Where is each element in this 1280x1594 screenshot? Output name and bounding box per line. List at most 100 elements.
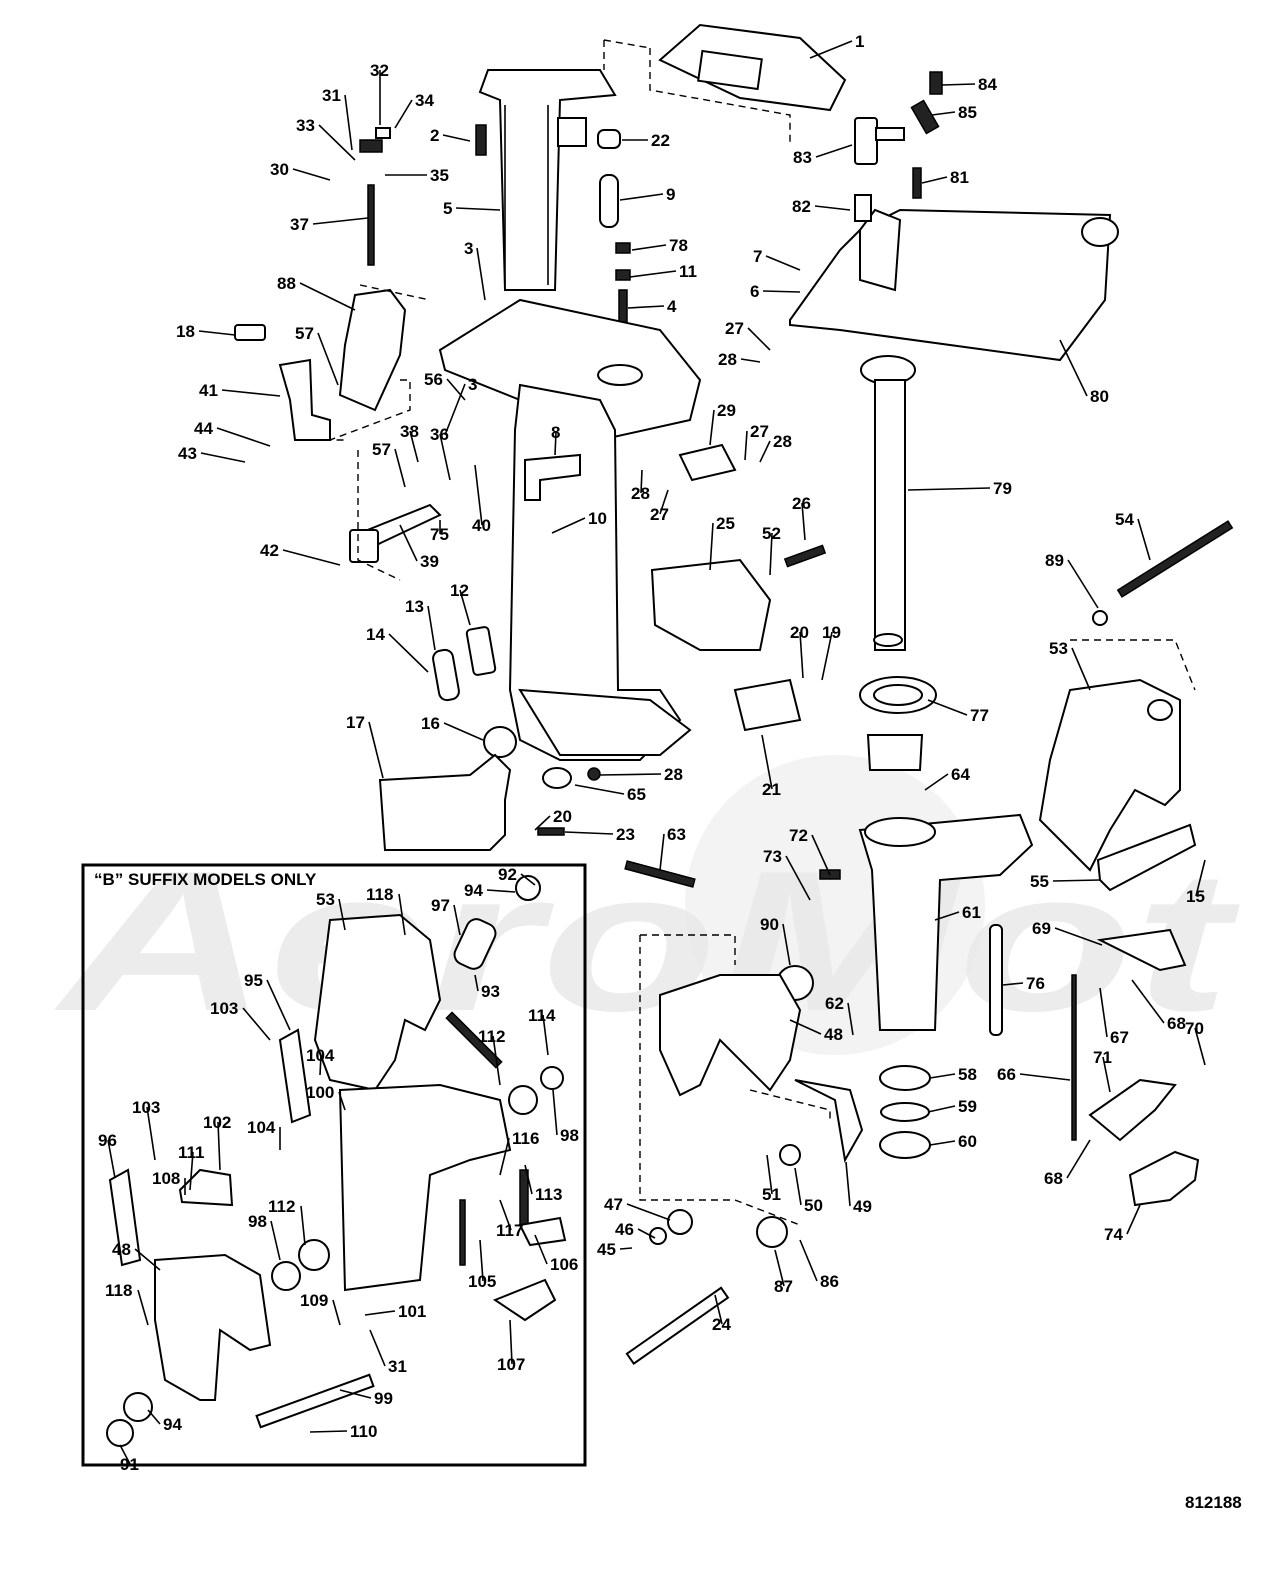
- callout-85: 85: [958, 103, 977, 122]
- callout-28: 28: [664, 765, 683, 784]
- leader-10: [551, 517, 586, 534]
- leader-116: [499, 1137, 510, 1176]
- callout-110: 110: [350, 1422, 377, 1441]
- leader-1: [809, 40, 853, 59]
- leader-60: [929, 1140, 956, 1146]
- watermark-text: AeroMot: [53, 830, 1241, 1053]
- callout-84: 84: [978, 75, 997, 94]
- callout-97: 97: [431, 896, 450, 915]
- callout-53: 53: [316, 890, 335, 909]
- callout-101: 101: [398, 1302, 426, 1321]
- leader-41: [221, 389, 281, 397]
- callout-35: 35: [430, 166, 449, 185]
- callout-63: 63: [667, 825, 686, 844]
- callout-25: 25: [716, 514, 735, 533]
- callout-103: 103: [132, 1098, 160, 1117]
- leader-62: [847, 1002, 854, 1036]
- swivel-bracket-group: [789, 71, 1119, 771]
- callout-2: 2: [430, 126, 439, 145]
- callout-57: 57: [372, 440, 391, 459]
- leader-69: [1054, 927, 1103, 946]
- leader-26: [801, 502, 806, 541]
- leader-68: [1066, 1139, 1091, 1179]
- leader-8: [554, 431, 557, 456]
- leader-105: [479, 1239, 484, 1282]
- callout-80: 80: [1090, 387, 1109, 406]
- callout-3: 3: [464, 239, 473, 258]
- callout-67: 67: [1110, 1028, 1129, 1047]
- callout-66: 66: [997, 1065, 1016, 1084]
- callout-28: 28: [718, 350, 737, 369]
- callout-27: 27: [750, 422, 769, 441]
- callout-76: 76: [1026, 974, 1045, 993]
- leader-28: [740, 358, 761, 363]
- leader-24: [714, 1294, 723, 1325]
- callout-100: 100: [306, 1083, 334, 1102]
- leader-20: [799, 631, 804, 679]
- leader-111: [189, 1151, 194, 1191]
- leader-82: [814, 205, 851, 211]
- callout-65: 65: [627, 785, 646, 804]
- callout-58: 58: [958, 1065, 977, 1084]
- callout-4: 4: [667, 297, 677, 316]
- leader-57: [394, 448, 406, 488]
- callout-111: 111: [178, 1143, 205, 1162]
- leader-29: [709, 409, 715, 446]
- leader-98: [552, 1089, 558, 1136]
- callout-108: 108: [152, 1169, 180, 1188]
- leader-33: [318, 124, 356, 161]
- callout-48: 48: [112, 1240, 131, 1259]
- callout-68: 68: [1167, 1014, 1186, 1033]
- callout-27: 27: [725, 319, 744, 338]
- inset-title: “B” SUFFIX MODELS ONLY: [94, 870, 317, 889]
- callout-103: 103: [210, 999, 238, 1018]
- callout-93: 93: [481, 982, 500, 1001]
- callout-49: 49: [853, 1197, 872, 1216]
- figure-code: 812188: [1185, 1493, 1242, 1512]
- leader-18: [198, 330, 236, 336]
- leader-65: [574, 784, 625, 795]
- leader-23: [564, 831, 614, 835]
- leader-15: [1195, 859, 1206, 897]
- leader-85: [931, 111, 956, 116]
- callout-47: 47: [604, 1195, 623, 1214]
- callout-60: 60: [958, 1132, 977, 1151]
- callout-40: 40: [472, 516, 491, 535]
- leader-68: [1131, 979, 1165, 1024]
- callout-59: 59: [958, 1097, 977, 1116]
- leader-72: [811, 834, 831, 876]
- leader-90: [782, 923, 791, 966]
- callout-102: 102: [203, 1113, 231, 1132]
- leader-17: [368, 721, 384, 779]
- callout-1: 1: [855, 32, 864, 51]
- callout-104: 104: [247, 1118, 276, 1137]
- leader-81: [921, 176, 948, 184]
- leader-112: [492, 1035, 501, 1086]
- callout-98: 98: [248, 1212, 267, 1231]
- leader-36: [439, 433, 451, 481]
- leader-3: [476, 247, 486, 301]
- leader-28: [640, 469, 643, 494]
- callout-46: 46: [615, 1220, 634, 1239]
- callout-24: 24: [712, 1315, 731, 1334]
- leader-16: [443, 722, 484, 741]
- leader-64: [924, 773, 949, 791]
- leader-74: [1126, 1204, 1141, 1235]
- leader-27: [659, 489, 669, 515]
- callout-44: 44: [194, 419, 213, 438]
- leader-73: [785, 855, 811, 901]
- leader-97: [453, 904, 461, 936]
- callout-48: 48: [824, 1025, 843, 1044]
- callout-28: 28: [631, 484, 650, 503]
- leader-112: [300, 1205, 306, 1246]
- callout-79: 79: [993, 479, 1012, 498]
- leader-19: [821, 631, 833, 681]
- callout-15: 15: [1186, 887, 1205, 906]
- callout-77: 77: [970, 706, 989, 725]
- callout-27: 27: [650, 505, 669, 524]
- leader-14: [388, 633, 429, 673]
- callout-31: 31: [388, 1357, 407, 1376]
- leader-80: [1059, 339, 1088, 397]
- leader-98: [270, 1220, 281, 1261]
- callout-69: 69: [1032, 919, 1051, 938]
